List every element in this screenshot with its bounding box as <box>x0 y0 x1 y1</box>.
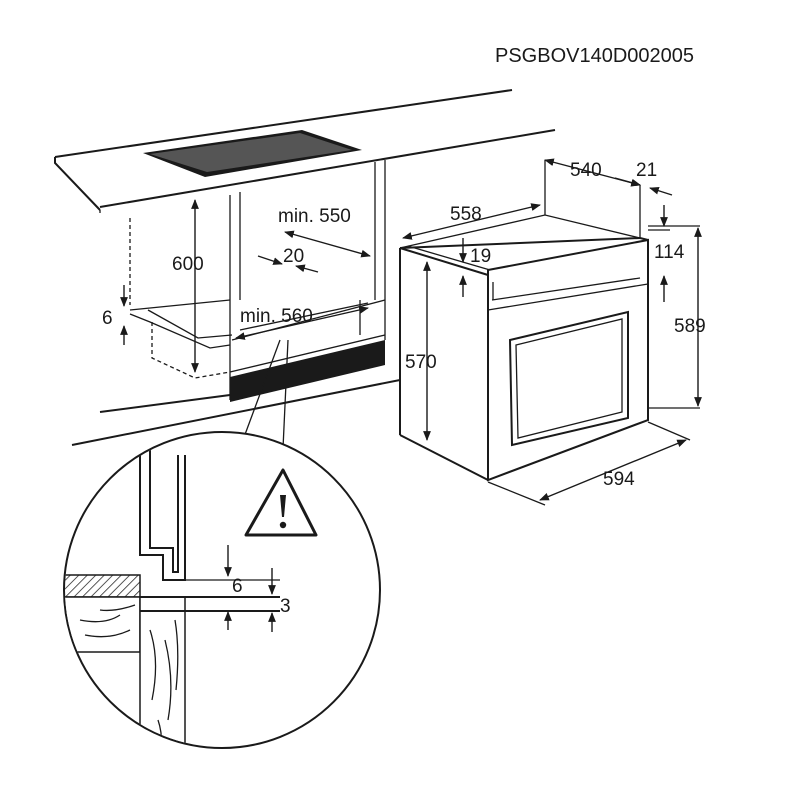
dim-detail-gap-6: 6 <box>232 576 243 597</box>
dim-cabinet-width: min. 560 <box>240 306 313 327</box>
dim-cabinet-height: 600 <box>172 254 204 275</box>
dim-cabinet-depth: min. 550 <box>278 206 351 227</box>
dim-panel-top: 19 <box>470 246 491 267</box>
cabinet-dimensions: 600 min. 550 20 min. 560 6 <box>102 199 371 373</box>
detail-magnifier: 6 3 <box>63 339 381 749</box>
dim-control-panel-height: 114 <box>654 242 685 263</box>
dim-detail-gap-3: 3 <box>280 596 291 617</box>
kitchen-cabinet <box>54 89 556 446</box>
dim-gap-rear: 20 <box>283 246 304 267</box>
dim-oven-depth: 540 <box>570 160 602 181</box>
dim-oven-total-height: 589 <box>674 316 706 337</box>
warning-triangle-icon <box>244 468 318 537</box>
dim-oven-body-depth: 558 <box>450 204 482 225</box>
dim-oven-width: 594 <box>603 469 635 490</box>
plinth <box>230 340 385 402</box>
dim-oven-body-height: 570 <box>405 352 437 373</box>
dim-door-depth: 21 <box>636 160 657 181</box>
oven-dimensions: 540 21 558 19 114 570 589 594 <box>402 158 706 506</box>
drawing-code: PSGBOV140D002005 <box>495 45 694 67</box>
dim-shelf-gap: 6 <box>102 308 113 329</box>
oven <box>399 214 649 482</box>
